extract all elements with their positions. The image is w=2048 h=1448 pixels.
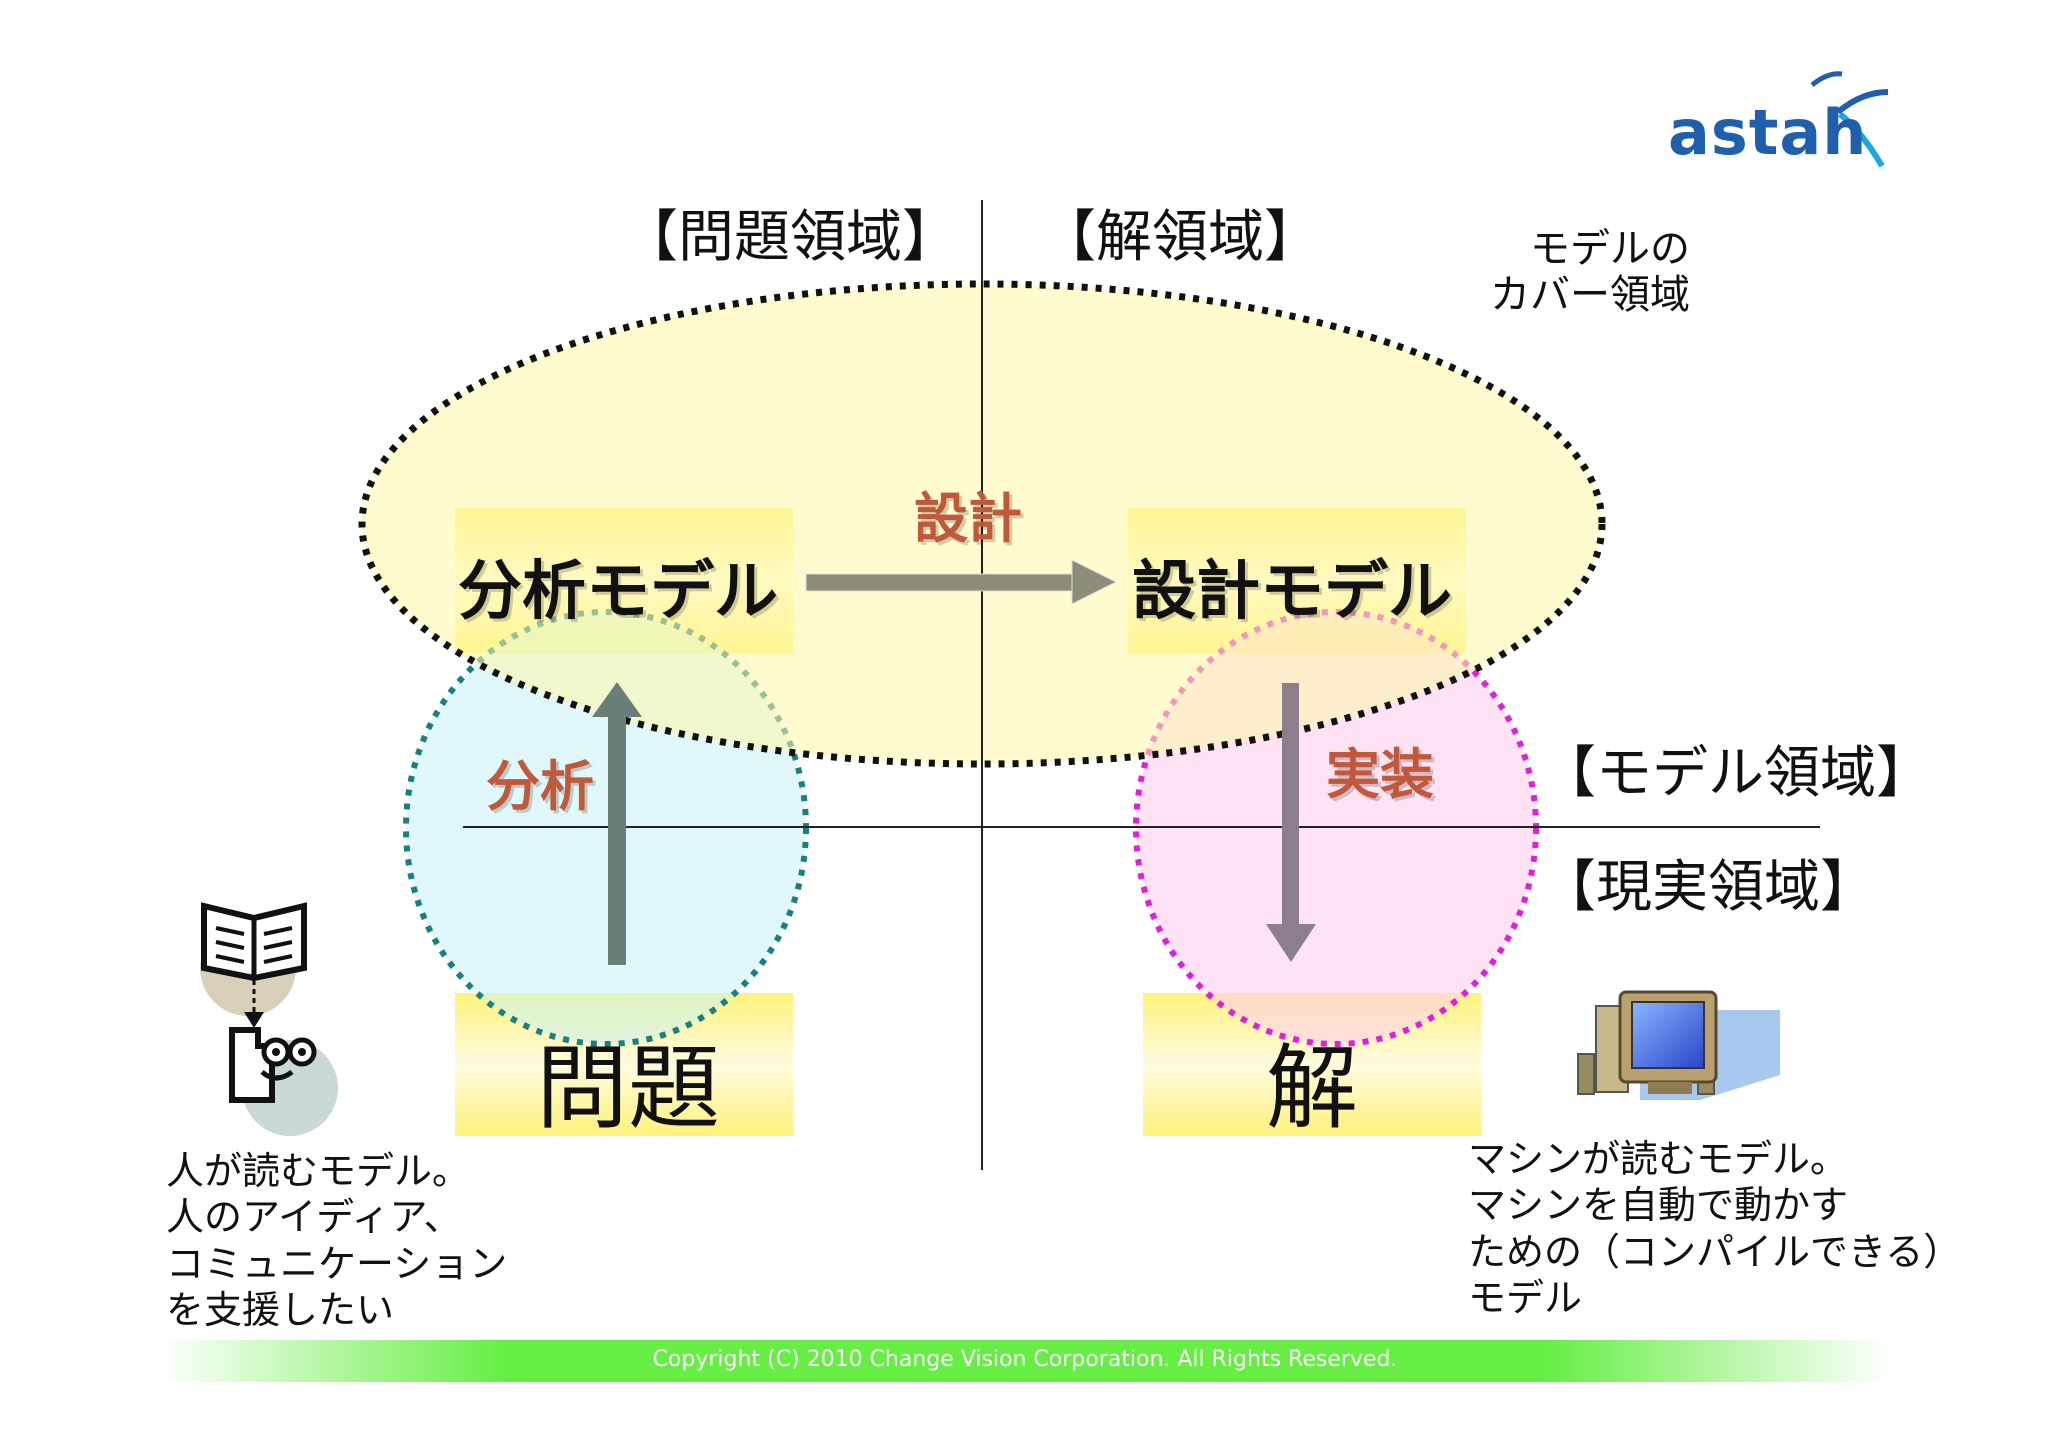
analysis-model-label: 分析モデル bbox=[458, 555, 778, 629]
analysis-arrow-label: 分析 bbox=[486, 755, 594, 818]
footer-bar bbox=[160, 1340, 1890, 1382]
implementation-arrow-label: 実装 bbox=[1326, 743, 1434, 806]
problem-domain-label: 【問題領域】 bbox=[622, 205, 958, 270]
implementation-arrow bbox=[1266, 683, 1316, 962]
solution-domain-label: 【解領域】 bbox=[1040, 205, 1320, 270]
problem-label: 問題 bbox=[536, 1035, 721, 1142]
model-coverage-label: モデルの カバー領域 bbox=[1490, 226, 1690, 318]
machine-model-note: マシンが読むモデル。 マシンを自動で動かす ための（コンパイルできる） モデル bbox=[1468, 1137, 1962, 1321]
design-arrow-label: 設計 bbox=[914, 487, 1022, 550]
human-model-note: 人が読むモデル。 人のアイディア、 コミュニケーション を支援したい bbox=[166, 1149, 508, 1333]
design-model-label: 設計モデル bbox=[1132, 555, 1452, 629]
analysis-arrow bbox=[592, 682, 642, 965]
solution-label: 解 bbox=[1266, 1035, 1359, 1142]
desktop-computer-icon bbox=[1577, 990, 1780, 1100]
reality-domain-label: 【現実領域】 bbox=[1540, 855, 1876, 920]
model-domain-label: 【モデル領域】 bbox=[1540, 741, 1932, 806]
design-arrow bbox=[805, 559, 1118, 605]
astah-logo[interactable]: astah bbox=[1668, 96, 1868, 169]
copyright-text: Copyright (C) 2010 Change Vision Corpora… bbox=[652, 1347, 1398, 1372]
person-reading-book-icon bbox=[200, 902, 338, 1136]
logo-mark bbox=[1810, 71, 1889, 168]
